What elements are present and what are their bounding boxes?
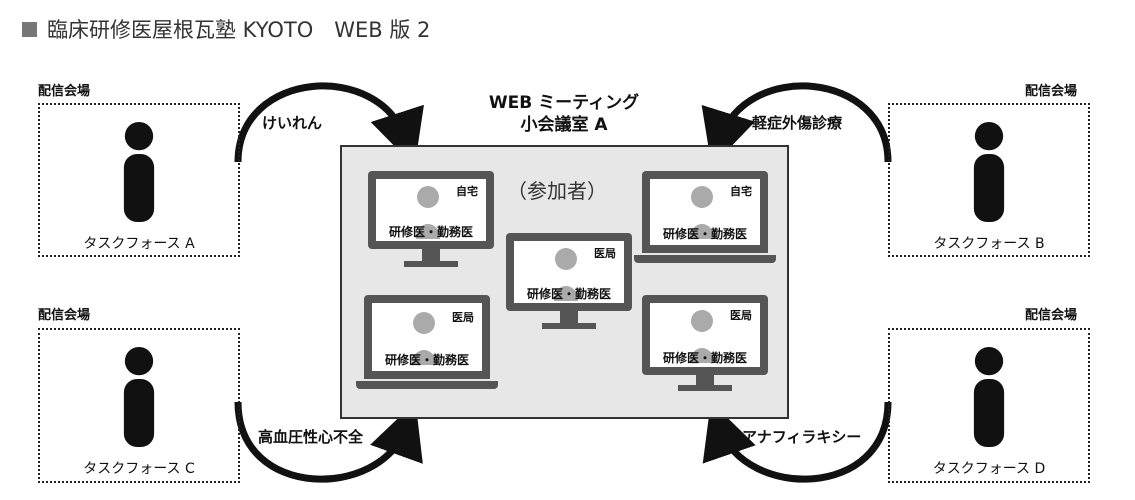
- monitor-screen: 医局 研修医・勤務医: [514, 241, 624, 303]
- title-square-icon: [22, 21, 37, 37]
- person-icon: [123, 346, 155, 448]
- location-label: 自宅: [456, 185, 478, 198]
- arrow-b: [701, 82, 892, 167]
- venue-b-box: タスクフォース B: [888, 103, 1090, 257]
- venue-c-box: タスクフォース C: [38, 328, 240, 483]
- location-label: 医局: [594, 247, 616, 260]
- monitor-device: 医局 研修医・勤務医: [642, 295, 768, 395]
- meeting-title-line1: WEB ミーティング: [488, 93, 640, 113]
- laptop-device: 医局 研修医・勤務医: [356, 295, 498, 395]
- page-title: 臨床研修医屋根瓦塾 KYOTO WEB 版 2: [22, 14, 430, 44]
- laptop-base: [634, 255, 776, 263]
- laptop-screen: 自宅 研修医・勤務医: [650, 179, 760, 245]
- topic-b-label: 軽症外傷診療: [752, 114, 843, 132]
- monitor-screen: 自宅 研修医・勤務医: [376, 179, 486, 241]
- topic-c-label: 高血圧性心不全: [258, 428, 364, 446]
- role-label: 研修医・勤務医: [662, 351, 747, 365]
- user-avatar-icon: [412, 312, 436, 365]
- person-icon: [973, 121, 1005, 223]
- topic-a-label: けいれん: [262, 114, 323, 132]
- meeting-title-line2: 小会議室 A: [520, 115, 608, 135]
- venue-c-label: 配信会場: [38, 308, 91, 323]
- monitor-neck: [696, 375, 714, 385]
- user-avatar-icon: [554, 248, 578, 301]
- taskforce-a-label: タスクフォース A: [83, 236, 195, 252]
- role-label: 研修医・勤務医: [388, 225, 473, 239]
- person-icon: [123, 121, 155, 223]
- monitor-neck: [422, 249, 440, 261]
- taskforce-b-label: タスクフォース B: [933, 236, 1045, 252]
- meeting-title: WEB ミーティング 小会議室 A: [434, 92, 694, 136]
- laptop-device: 自宅 研修医・勤務医: [634, 171, 776, 271]
- role-label: 研修医・勤務医: [526, 287, 611, 301]
- arrow-c: [234, 401, 423, 483]
- location-label: 自宅: [730, 185, 752, 198]
- location-label: 医局: [452, 311, 474, 324]
- participants-label: （参加者）: [507, 179, 607, 203]
- laptop-base: [356, 381, 498, 389]
- monitor-device: 医局 研修医・勤務医: [506, 233, 632, 333]
- venue-d-box: タスクフォース D: [888, 328, 1090, 483]
- role-label: 研修医・勤務医: [384, 353, 469, 367]
- arrow-a: [234, 82, 424, 167]
- monitor-base: [404, 261, 458, 267]
- user-avatar-icon: [416, 186, 440, 239]
- location-label: 医局: [730, 309, 752, 322]
- monitor-device: 自宅 研修医・勤務医: [368, 171, 494, 271]
- monitor-neck: [560, 311, 578, 323]
- person-icon: [973, 346, 1005, 448]
- venue-b-label: 配信会場: [1025, 84, 1078, 99]
- monitor-screen: 医局 研修医・勤務医: [650, 303, 760, 367]
- venue-a-box: タスクフォース A: [38, 103, 240, 257]
- topic-d-label: アナフィラキシー: [742, 428, 862, 446]
- venue-a-label: 配信会場: [38, 84, 91, 99]
- venue-d-label: 配信会場: [1025, 308, 1078, 323]
- meeting-room: （参加者） 自宅 研修医・勤務医 医局 研修医・勤務医: [340, 145, 789, 419]
- taskforce-c-label: タスクフォース C: [83, 461, 195, 477]
- title-text: 臨床研修医屋根瓦塾 KYOTO WEB 版 2: [47, 18, 431, 42]
- role-label: 研修医・勤務医: [662, 227, 747, 241]
- laptop-screen: 医局 研修医・勤務医: [372, 303, 482, 371]
- monitor-base: [678, 385, 732, 391]
- user-avatar-icon: [690, 186, 714, 239]
- taskforce-d-label: タスクフォース D: [932, 461, 1046, 477]
- user-avatar-icon: [690, 310, 714, 363]
- monitor-base: [542, 323, 596, 329]
- arrow-d: [702, 401, 892, 483]
